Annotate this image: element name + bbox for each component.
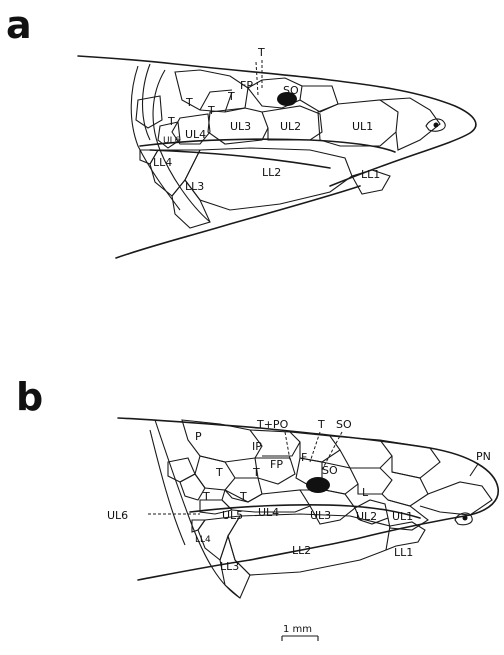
- label-b-UL4: UL4: [258, 506, 279, 519]
- label-b-T1: T: [215, 466, 223, 479]
- label-b-LL2: LL2: [292, 544, 311, 557]
- label-a-UL1: UL1: [352, 120, 373, 133]
- label-a-T1: T: [185, 96, 193, 109]
- label-b-UL2: UL2: [356, 510, 377, 523]
- panel-b: b: [16, 375, 498, 598]
- label-a-UL3: UL3: [230, 120, 251, 133]
- label-b-T-top: T: [317, 418, 325, 431]
- panel-a-head-outline: [78, 56, 476, 258]
- label-a-T-top: T: [257, 46, 265, 59]
- label-b-UL3: UL3: [310, 509, 331, 522]
- label-a-SO: SO: [283, 84, 299, 97]
- label-b-UL1: UL1: [392, 510, 413, 523]
- label-b-T3: T: [202, 490, 210, 503]
- panel-a: a: [6, 3, 476, 258]
- label-b-IP: IP: [252, 440, 262, 453]
- label-b-L: L: [362, 486, 369, 499]
- label-a-UL6: UL6: [163, 136, 181, 146]
- label-b-TPO: T+PO: [256, 418, 289, 431]
- scale-bar-line: [282, 636, 318, 641]
- label-b-F: F: [301, 451, 307, 464]
- label-a-UL4: UL4: [185, 128, 206, 141]
- label-a-LL1: LL1: [361, 168, 380, 181]
- label-b-P: P: [195, 430, 202, 443]
- label-b-UL6: UL6: [107, 509, 128, 522]
- label-b-FP: FP: [270, 458, 283, 471]
- label-b-LL3: LL3: [220, 560, 239, 573]
- label-b-PN: PN: [476, 450, 491, 463]
- label-a-LL4: LL4: [153, 156, 172, 169]
- panel-b-head-outline: [118, 418, 498, 598]
- label-b-SO-top: SO: [336, 418, 352, 431]
- label-a-LL2: LL2: [262, 166, 281, 179]
- label-a-UL2: UL2: [280, 120, 301, 133]
- panel-b-eye: [306, 477, 330, 493]
- label-a-T4: T: [167, 115, 175, 128]
- label-b-T2: T: [252, 466, 260, 479]
- panel-b-label: b: [16, 375, 43, 419]
- label-b-T4: T: [239, 490, 247, 503]
- label-b-SO: SO: [322, 464, 338, 477]
- scale-bar-label: 1 mm: [283, 624, 312, 635]
- label-a-LL3: LL3: [185, 180, 204, 193]
- label-a-T2: T: [227, 90, 235, 103]
- label-a-T3: T: [207, 104, 215, 117]
- label-a-FP: FP: [240, 79, 253, 92]
- label-b-UL5: UL5: [222, 509, 243, 522]
- scale-bar: 1 mm: [282, 624, 318, 641]
- label-b-LL1: LL1: [394, 546, 413, 559]
- label-b-LL4: LL4: [195, 535, 211, 545]
- panel-a-label: a: [6, 3, 32, 47]
